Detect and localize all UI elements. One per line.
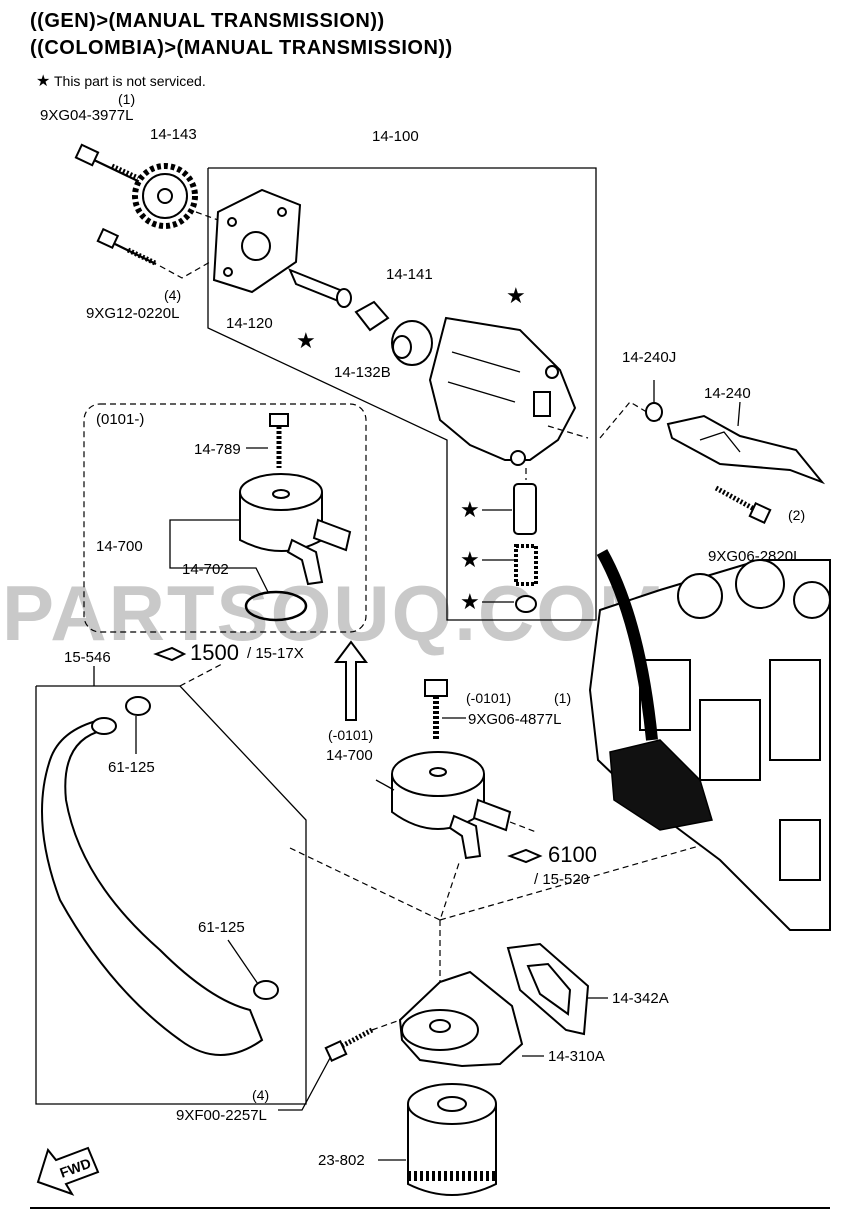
callout-14-789[interactable]: 14-789 bbox=[194, 441, 241, 458]
sprocket-14-143[interactable] bbox=[132, 163, 198, 229]
not-serviced-note-text: This part is not serviced. bbox=[53, 73, 206, 89]
ref-6100-section: / 15-520 bbox=[534, 871, 589, 888]
callout-variant-bolt: (-0101) bbox=[466, 690, 511, 706]
flow-arrow-up bbox=[334, 640, 368, 721]
leader-dashed bbox=[509, 821, 537, 833]
leader-line bbox=[278, 1057, 331, 1111]
ref-6100-number: 6100 bbox=[548, 842, 597, 867]
callout-23-802[interactable]: 23-802 bbox=[318, 1152, 365, 1169]
star-icon: ★ bbox=[460, 589, 480, 614]
bolt-9xg04-3977l[interactable] bbox=[74, 143, 141, 183]
coupling-14-132b[interactable] bbox=[354, 300, 390, 332]
leader-line bbox=[375, 779, 395, 791]
star-icon: ★ bbox=[460, 547, 480, 572]
callout-14-120[interactable]: 14-120 bbox=[226, 315, 273, 332]
oil-cooler-14-700[interactable] bbox=[391, 751, 512, 860]
leader-dashed bbox=[159, 261, 211, 279]
bolt-9xf00-2257l[interactable] bbox=[324, 1027, 374, 1063]
star-icon: ★ bbox=[460, 497, 480, 522]
callout-9xf00-2257l[interactable]: 9XF00-2257L bbox=[176, 1107, 267, 1124]
bolt-9xg12-0220l[interactable] bbox=[96, 227, 157, 266]
leader-dashed bbox=[371, 1019, 401, 1031]
callout-9xg04-3977l[interactable]: 9XG04-3977L bbox=[40, 107, 133, 124]
callout-14-141[interactable]: 14-141 bbox=[386, 266, 433, 283]
ref-arrow-1500[interactable]: 1500 / 15-17X bbox=[153, 640, 304, 665]
bolt-9xg06-4877l[interactable] bbox=[424, 679, 448, 740]
chain-guide-14-240[interactable] bbox=[666, 414, 826, 485]
star-icon: ★ bbox=[296, 328, 316, 353]
leader-line bbox=[169, 519, 269, 593]
diagram-title-line2: ((COLOMBIA)>(MANUAL TRANSMISSION)) bbox=[30, 37, 453, 59]
callout-9xg06-4877l[interactable]: 9XG06-4877L bbox=[468, 711, 561, 728]
diagram-title-line1: ((GEN)>(MANUAL TRANSMISSION)) bbox=[30, 10, 385, 32]
not-serviced-note: ★ This part is not serviced. bbox=[36, 71, 206, 91]
hose-15-546[interactable] bbox=[41, 717, 264, 1056]
hose-group-frame bbox=[35, 685, 307, 1105]
filter-bracket-14-310a[interactable] bbox=[398, 970, 524, 1068]
gasket-14-342a[interactable] bbox=[506, 942, 590, 1036]
callout-14-100[interactable]: 14-100 bbox=[372, 128, 419, 145]
watermark: PARTSOUQ.COM bbox=[2, 569, 666, 657]
callout-qty: (1) bbox=[554, 690, 571, 706]
leader-line bbox=[227, 939, 259, 985]
callout-14-700-upper[interactable]: 14-700 bbox=[96, 538, 143, 555]
callout-9xg12-0220l[interactable]: 9XG12-0220L bbox=[86, 305, 179, 322]
callout-variant-cooler: (-0101) bbox=[328, 727, 373, 743]
rotor-14-141[interactable] bbox=[391, 320, 433, 366]
callout-9xg06-2820l[interactable]: 9XG06-2820L bbox=[708, 548, 801, 565]
hose-clamp-61-125-lower[interactable] bbox=[253, 980, 279, 1000]
variant-0101-box bbox=[83, 403, 367, 633]
leader-dashed bbox=[195, 211, 219, 221]
pump-body[interactable] bbox=[428, 316, 577, 466]
callout-qty: (1) bbox=[118, 91, 135, 107]
callout-qty: (4) bbox=[164, 287, 181, 303]
relief-spring[interactable] bbox=[514, 544, 538, 586]
callout-qty: (4) bbox=[252, 1087, 269, 1103]
o-ring-14-240j[interactable] bbox=[645, 402, 663, 422]
oil-filter-23-802[interactable] bbox=[407, 1083, 497, 1196]
leader-dashed bbox=[547, 425, 589, 439]
ref-arrow-6100[interactable]: 6100 / 15-520 bbox=[507, 842, 597, 888]
oil-pump-group-frame bbox=[207, 167, 597, 621]
callout-15-546[interactable]: 15-546 bbox=[64, 649, 111, 666]
pump-cover-14-120[interactable] bbox=[212, 188, 302, 294]
leader-line bbox=[737, 401, 741, 427]
oil-cooler-14-700-upper[interactable] bbox=[239, 473, 352, 586]
ref-1500-section: / 15-17X bbox=[247, 645, 304, 662]
leader-dashed bbox=[439, 839, 721, 921]
leader-dashed bbox=[179, 663, 223, 687]
callout-14-240j[interactable]: 14-240J bbox=[622, 349, 676, 366]
callout-14-240[interactable]: 14-240 bbox=[704, 385, 751, 402]
star-icon: ★ bbox=[506, 283, 526, 308]
ref-1500-number: 1500 bbox=[190, 640, 239, 665]
o-ring-14-702[interactable] bbox=[244, 590, 308, 622]
star-icon: ★ bbox=[36, 73, 51, 90]
relief-plunger[interactable] bbox=[513, 483, 537, 535]
callout-14-342a[interactable]: 14-342A bbox=[612, 990, 669, 1007]
leader-dashed bbox=[289, 847, 461, 921]
callout-variant-0101: (0101-) bbox=[96, 411, 144, 428]
pump-shaft[interactable] bbox=[288, 268, 352, 308]
relief-seat[interactable] bbox=[515, 595, 537, 613]
callout-14-702[interactable]: 14-702 bbox=[182, 561, 229, 578]
callout-14-700-lower[interactable]: 14-700 bbox=[326, 747, 373, 764]
callout-qty: (2) bbox=[788, 507, 805, 523]
callout-61-125-lower[interactable]: 61-125 bbox=[198, 919, 245, 936]
callout-14-132b[interactable]: 14-132B bbox=[334, 364, 391, 381]
engine-block bbox=[588, 549, 831, 931]
hose-clamp-61-125-upper[interactable] bbox=[125, 696, 151, 716]
fwd-direction-icon: FWD bbox=[36, 1146, 100, 1196]
bolt-14-789[interactable] bbox=[269, 413, 289, 468]
callout-14-310a[interactable]: 14-310A bbox=[548, 1048, 605, 1065]
bolt-9xg06-2820l[interactable] bbox=[714, 485, 772, 525]
callout-61-125-upper[interactable]: 61-125 bbox=[108, 759, 155, 776]
callout-14-143[interactable]: 14-143 bbox=[150, 126, 197, 143]
